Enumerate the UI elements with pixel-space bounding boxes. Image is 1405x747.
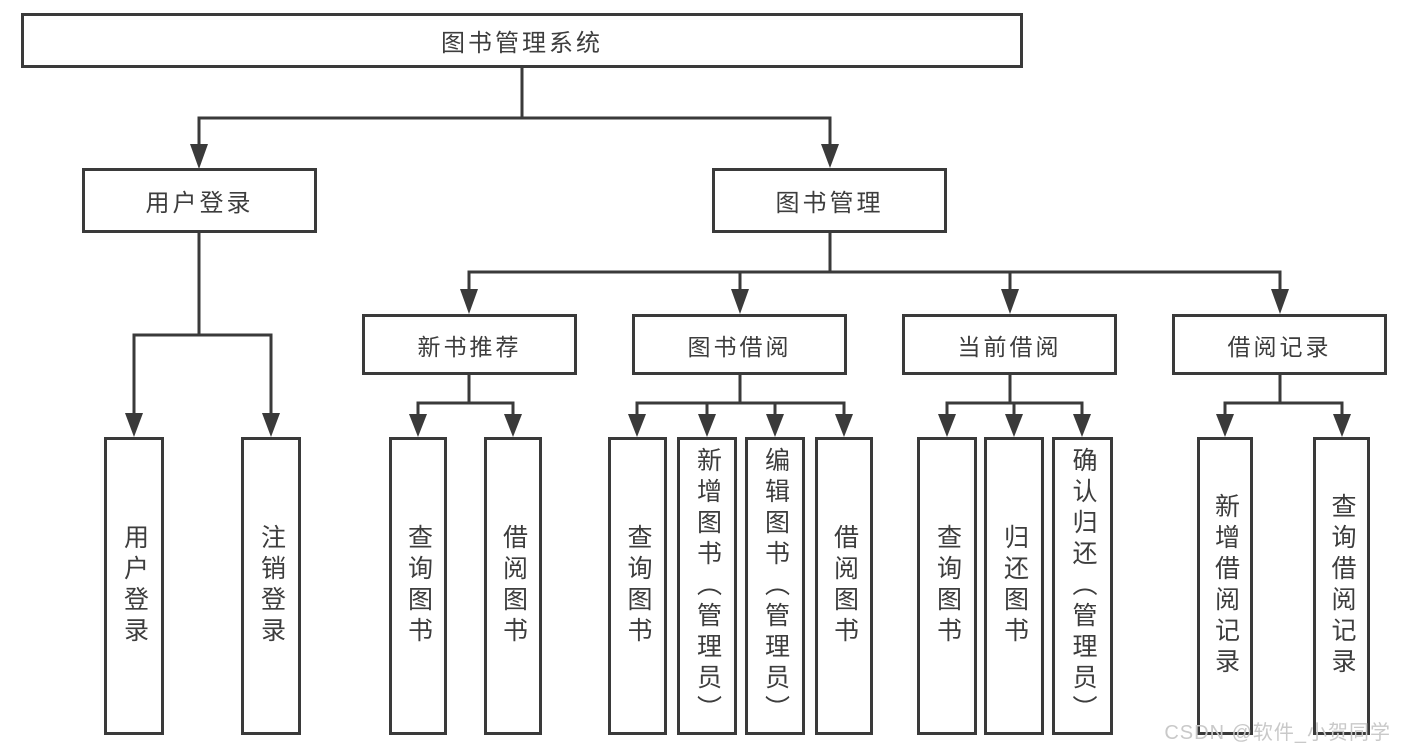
leaf-borrow-books-1: 借阅图书: [484, 437, 542, 735]
leaf-query-books-1: 查询图书: [389, 437, 447, 735]
leaf-label: 查询图书: [933, 524, 962, 648]
leaf-return-books: 归还图书: [984, 437, 1044, 735]
leaf-label: 注销登录: [257, 524, 286, 648]
leaf-label: 查询图书: [624, 524, 652, 648]
leaf-logout: 注销登录: [241, 437, 301, 735]
leaf-borrow-books-2: 借阅图书: [815, 437, 873, 735]
leaf-label: 查询图书: [404, 524, 433, 648]
leaf-query-borrow-record: 查询借阅记录: [1313, 437, 1370, 735]
leaf-label: 新增图书（管理员）: [693, 446, 722, 726]
node-new-book-recommend: 新书推荐: [362, 314, 577, 375]
node-book-borrow: 图书借阅: [632, 314, 847, 375]
node-current-borrow: 当前借阅: [902, 314, 1117, 375]
leaf-label: 编辑图书（管理员）: [761, 446, 790, 726]
arrowhead-icons: [125, 144, 1351, 437]
leaf-label: 归还图书: [1000, 524, 1029, 648]
leaf-confirm-return-admin: 确认归还（管理员）: [1052, 437, 1113, 735]
leaf-label: 确认归还（管理员）: [1069, 446, 1097, 726]
leaf-label: 新增借阅记录: [1211, 493, 1240, 679]
leaf-user-login: 用户登录: [104, 437, 164, 735]
leaf-add-books-admin: 新增图书（管理员）: [677, 437, 737, 735]
leaf-add-borrow-record: 新增借阅记录: [1197, 437, 1253, 735]
leaf-label: 用户登录: [120, 524, 149, 648]
leaf-query-books-2: 查询图书: [608, 437, 667, 735]
leaf-label: 借阅图书: [830, 524, 859, 648]
watermark: CSDN @软件_小贺同学: [1164, 722, 1391, 744]
node-user-login: 用户登录: [82, 168, 317, 233]
leaf-label: 查询借阅记录: [1328, 493, 1356, 679]
node-borrow-records: 借阅记录: [1172, 314, 1387, 375]
leaf-query-books-3: 查询图书: [917, 437, 977, 735]
node-root-system: 图书管理系统: [21, 13, 1023, 68]
node-book-management: 图书管理: [712, 168, 947, 233]
leaf-edit-books-admin: 编辑图书（管理员）: [745, 437, 805, 735]
leaf-label: 借阅图书: [499, 524, 528, 648]
